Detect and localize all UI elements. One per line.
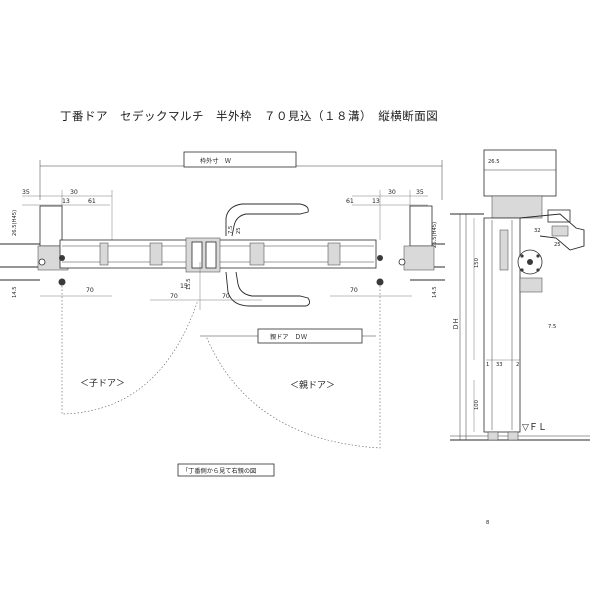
child-door-swing (61, 286, 199, 415)
vertical-section: 26.5 32 25 150 ＤＨ 100 1 33 2 (450, 149, 590, 526)
sec-dim-150: 150 (474, 258, 480, 268)
sec-dim-8: 8 (486, 520, 489, 526)
sec-dim-1: 1 (486, 362, 489, 368)
dim-bottom-70-mid-left: 70 (170, 293, 178, 300)
lever-handle-upper (225, 203, 309, 237)
child-door-label: ＜子ドア＞ (80, 378, 125, 389)
dim-bottom-15: 15 (180, 283, 188, 290)
frame-width-label-box (183, 151, 297, 168)
drawing-title: 丁番ドア セデックマルチ 半外枠 ７０見込（１８溝） 縦横断面図 (60, 109, 438, 123)
sec-dim-25: 25 (554, 242, 561, 248)
dim-top-13-left: 13 (62, 198, 70, 205)
dim-bottom-70-right: 70 (350, 287, 358, 294)
dim-top-61-right: 61 (346, 198, 354, 205)
parent-door-swing (205, 286, 381, 449)
dim-vert-left-14: 14.5 (12, 286, 18, 298)
sec-height-label: ＤＨ (453, 318, 460, 330)
plan-section: 枠外寸 Ｗ 35 30 13 61 61 13 30 35 26.5(H45) … (0, 151, 445, 477)
note-box (177, 463, 275, 477)
lever-handle-lower (225, 271, 311, 307)
dim-15-5: 15.5 (186, 278, 192, 290)
dim-top-61-left: 61 (88, 198, 96, 205)
door-leaf-left (59, 239, 201, 269)
sec-dim-32: 32 (534, 228, 541, 234)
sec-dim-33: 33 (496, 362, 503, 368)
frame-jamb-left (39, 205, 63, 247)
sec-dim-2: 2 (516, 362, 519, 368)
dim-7-5: 7.5 (228, 226, 234, 234)
dim-top-30-left: 30 (70, 189, 78, 196)
dim-top-13-right: 13 (372, 198, 380, 205)
sec-dim-100: 100 (474, 400, 480, 410)
dim-vert-right-26: 26.5(H45) (432, 222, 438, 248)
dim-bottom-70-mid-right: 70 (222, 293, 230, 300)
dim-vert-right-14: 14.5 (432, 286, 438, 298)
sec-dim-26-5: 26.5 (488, 159, 500, 165)
parent-door-width-label-box (257, 328, 363, 344)
sec-dim-7-5: 7.5 (548, 324, 556, 330)
frame-jamb-right (409, 205, 433, 247)
dim-top-35-right: 35 (416, 189, 424, 196)
parent-door-label: ＜親ドア＞ (290, 379, 335, 391)
frame-width-label: 枠外寸 Ｗ (200, 157, 231, 165)
dim-25: 25 (236, 227, 242, 234)
door-leaf-right (215, 239, 377, 269)
dim-vert-left-26: 26.5(H45) (12, 210, 18, 236)
note-text: 「丁番側から見て右親の図 (182, 467, 256, 475)
dim-bottom-70-left: 70 (86, 287, 94, 294)
parent-door-width-label: 親ドア ＤＷ (270, 333, 307, 341)
dim-top-30-right: 30 (388, 189, 396, 196)
sec-floor-label: ▽ＦＬ (522, 423, 547, 433)
dim-top-35-left: 35 (22, 189, 30, 196)
